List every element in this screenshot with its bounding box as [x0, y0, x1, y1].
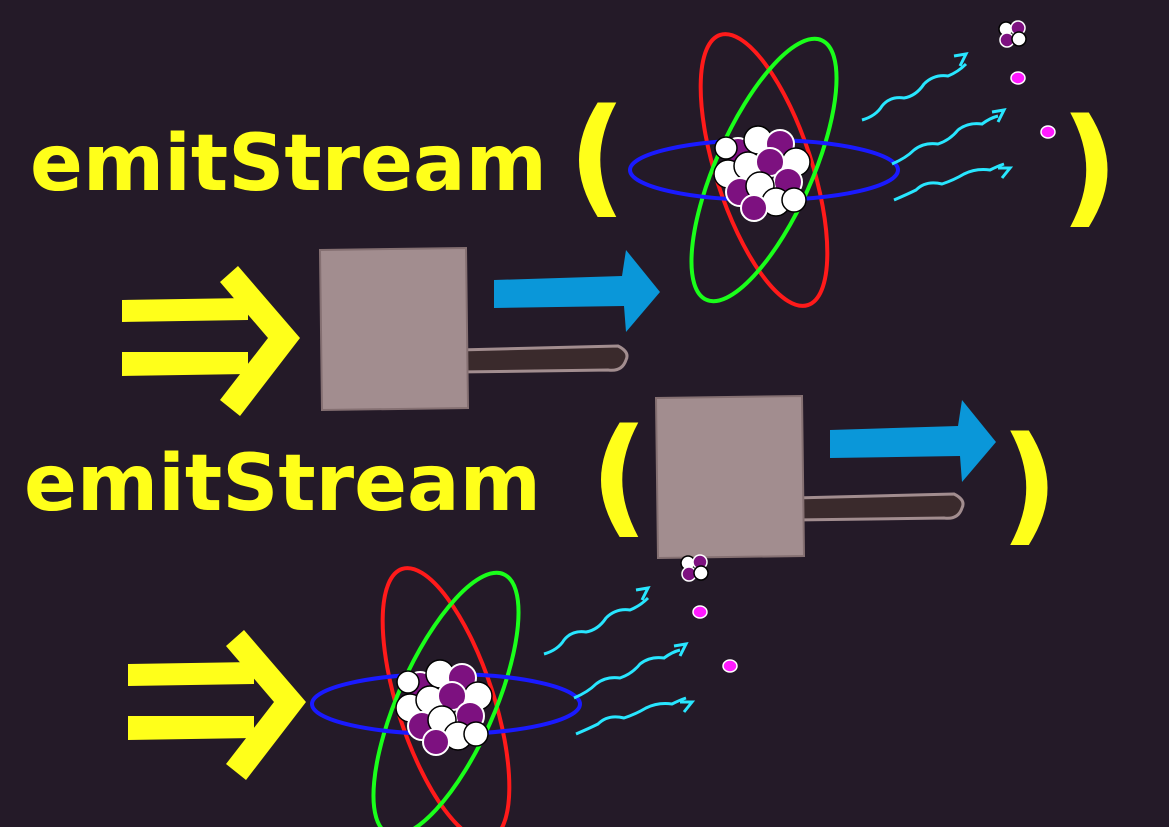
line-1: emitStream ( ) [30, 20, 1119, 320]
implies-arrow-icon [128, 630, 306, 780]
line2-func-name: emitStream [24, 439, 541, 529]
hammer-icon [318, 246, 629, 412]
line1-func-name: emitStream [30, 119, 547, 209]
implies-arrow-icon [122, 266, 300, 416]
line2-close-paren: ) [1000, 410, 1059, 559]
motion-arrow-icon [830, 400, 996, 482]
line-2 [122, 246, 660, 416]
line-4 [128, 554, 739, 827]
motion-arrow-icon [494, 250, 660, 332]
line1-close-paren: ) [1060, 92, 1119, 241]
atom-icon [312, 554, 739, 827]
line1-open-paren: ( [568, 82, 627, 231]
line2-open-paren: ( [590, 402, 649, 551]
atom-icon [630, 20, 1057, 320]
hammer-icon [654, 394, 965, 560]
line-3: emitStream ( ) [24, 394, 1059, 560]
